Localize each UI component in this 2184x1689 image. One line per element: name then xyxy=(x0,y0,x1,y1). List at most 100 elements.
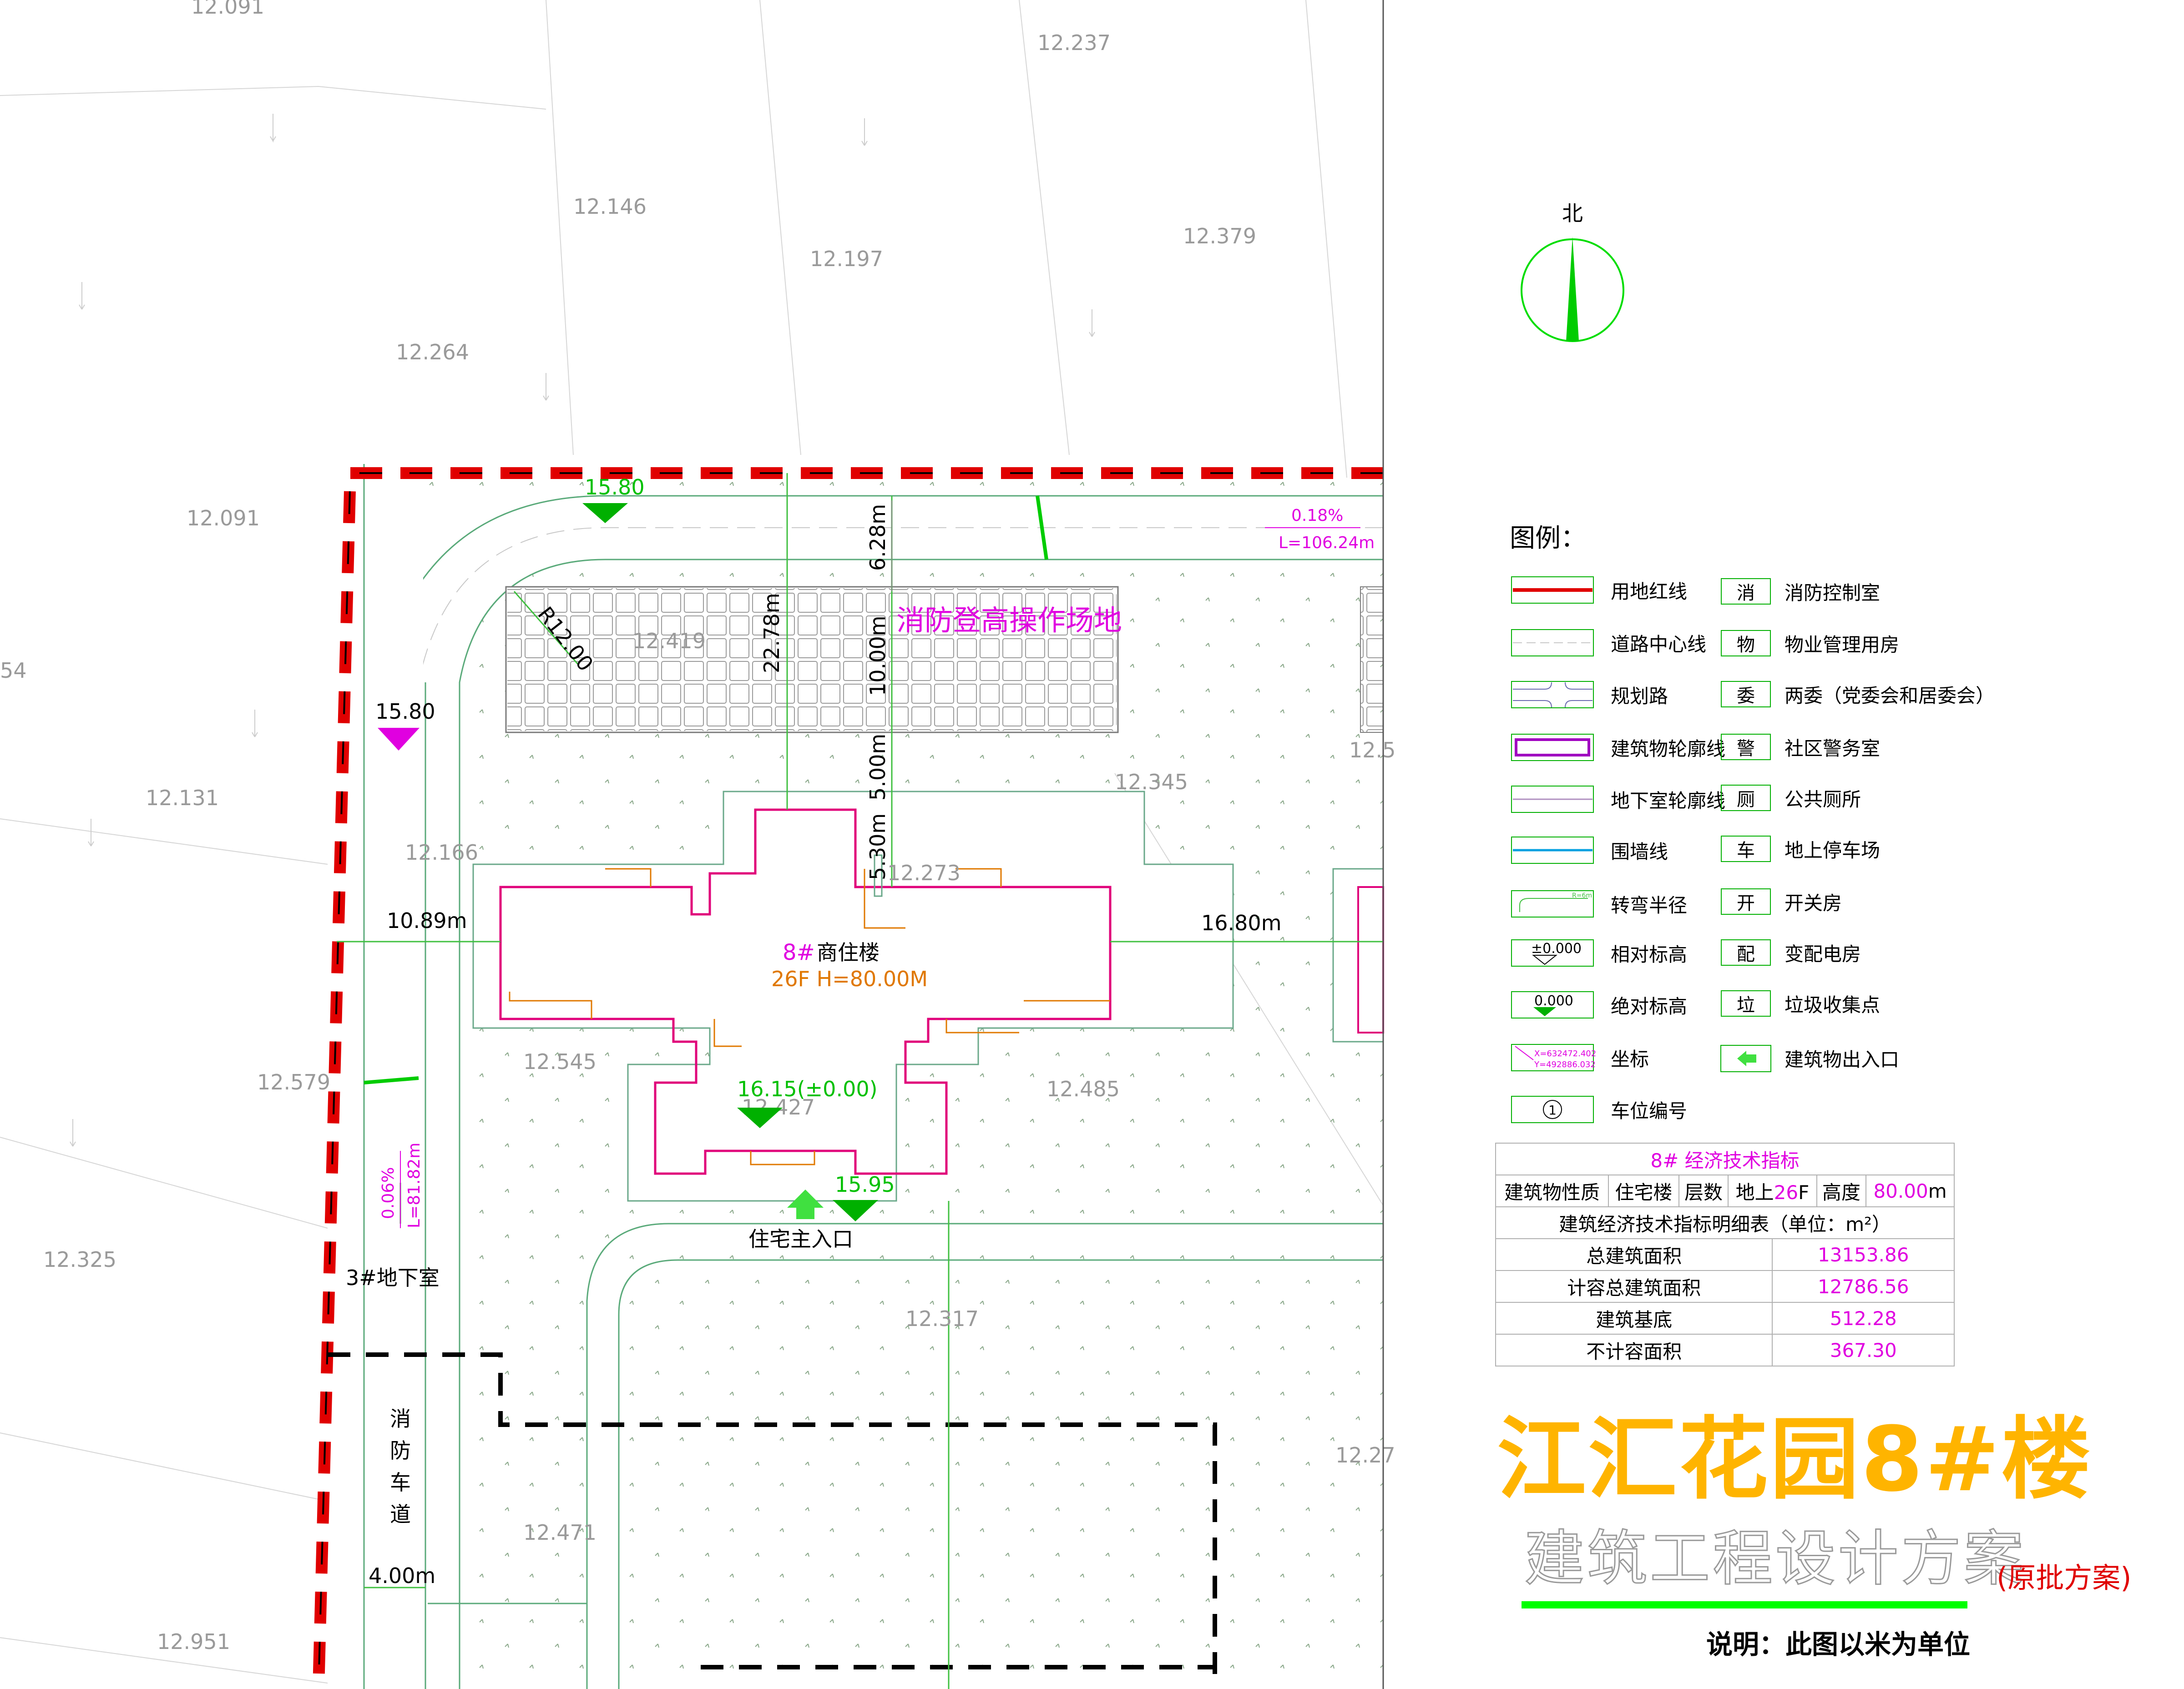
table-value: 367.30 xyxy=(1772,1334,1955,1366)
fire-zone-label: 消防登高操作场地 xyxy=(896,604,1122,637)
legend-item-switch-room: 开开关房 xyxy=(1721,888,1842,915)
legend-item-fire-control: 消消防控制室 xyxy=(1721,578,1880,605)
podium-outline xyxy=(472,791,1234,1202)
elevation-value: 12.146 xyxy=(573,194,647,219)
dim-6-28: 6.28m xyxy=(865,504,890,571)
elev-left: 15.80 xyxy=(375,699,435,724)
legend-label: 围墙线 xyxy=(1611,840,1668,863)
balconies xyxy=(509,868,1110,1165)
legend-label: 地上停车场 xyxy=(1785,839,1881,862)
legend-item-property: 物物业管理用房 xyxy=(1721,630,1899,657)
legend-item-committees: 委两委（党委会和居委会） xyxy=(1721,681,1995,708)
internal-road xyxy=(359,496,1383,1689)
legend-item-basement-outline: 地下室轮廓线 xyxy=(1611,786,1725,813)
legend-label: 规划路 xyxy=(1611,685,1668,707)
table-cell: 高度 xyxy=(1816,1175,1867,1207)
basement-outline xyxy=(328,1352,1217,1674)
legend-code: 消 xyxy=(1721,578,1771,605)
legend-item-boundary: 用地红线 xyxy=(1611,576,1687,604)
slope-top-pct: 0.18% xyxy=(1291,506,1343,525)
elevation-value: 12.545 xyxy=(523,1049,597,1074)
fire-road-char: 消 xyxy=(390,1407,411,1431)
legend-rel-sample: ±0.000 xyxy=(1531,941,1582,957)
north-label: 北 xyxy=(1562,201,1583,226)
basement-label: 3#地下室 xyxy=(346,1265,440,1290)
economic-indicator-table: 8# 经济技术指标 建筑物性质 住宅楼 层数 地上26F 高度 80.00m 建… xyxy=(1495,1143,1955,1366)
legend-label: 用地红线 xyxy=(1611,580,1688,603)
south-road-edge xyxy=(586,1223,1383,1689)
legend-label: 公共厕所 xyxy=(1785,788,1861,811)
legend-symbols: R=6m ±0.000 0.000 X=632472.402 Y=492886.… xyxy=(1511,576,1771,1123)
legend-item-planned-road: 规划路 xyxy=(1611,681,1668,708)
table-cell: 80.00m xyxy=(1866,1175,1955,1207)
table-row: 不计容面积 367.30 xyxy=(1495,1334,1955,1366)
dim-left: 10.89m xyxy=(387,908,467,933)
legend-code: 委 xyxy=(1721,681,1771,707)
unit-explanation: 说明：此图以米为单位 xyxy=(1706,1629,1971,1660)
column-marker xyxy=(874,854,883,897)
table-cell: 不计容面积 xyxy=(1495,1334,1773,1366)
table-cell: 建筑基底 xyxy=(1495,1302,1773,1335)
legend-item-entrance: 建筑物出入口 xyxy=(1785,1044,1899,1072)
legend-label: 建筑物轮廓线 xyxy=(1611,737,1726,760)
floor-count: 26 xyxy=(1774,1181,1799,1204)
legend-abs-sample: 0.000 xyxy=(1534,993,1573,1009)
fire-road-char: 道 xyxy=(390,1502,411,1527)
legend-label: 物业管理用房 xyxy=(1785,633,1900,656)
table-row: 计容总建筑面积 12786.56 xyxy=(1495,1270,1955,1303)
table-cell: 地上26F xyxy=(1728,1175,1817,1207)
legend-code: 警 xyxy=(1721,734,1771,760)
legend-coord-x: X=632472.402 xyxy=(1534,1049,1596,1059)
south-road-edge2 xyxy=(618,1259,1383,1689)
fire-road xyxy=(359,455,423,1689)
elev-top: 15.80 xyxy=(585,475,645,499)
title-underline xyxy=(1522,1601,1967,1608)
legend-code: 垃 xyxy=(1721,990,1771,1017)
elevation-value: 12.273 xyxy=(887,861,961,885)
elevation-value: 12.091 xyxy=(187,506,260,530)
elevation-value: 12.131 xyxy=(146,786,219,810)
legend-label: 车位编号 xyxy=(1611,1099,1688,1122)
road-centerline xyxy=(418,527,1383,1689)
legend-code: 厕 xyxy=(1721,785,1771,811)
legend-label: 绝对标高 xyxy=(1611,995,1688,1018)
legend-item-garbage: 垃垃圾收集点 xyxy=(1721,990,1880,1017)
table-value: 12786.56 xyxy=(1772,1270,1955,1303)
fire-operation-tiles xyxy=(507,588,1117,731)
legend-item-absolute-elev: 绝对标高 xyxy=(1611,991,1687,1018)
table-row: 总建筑面积 13153.86 xyxy=(1495,1238,1955,1271)
table-row: 建筑基底 512.28 xyxy=(1495,1302,1955,1335)
legend-title: 图例： xyxy=(1510,524,1586,553)
legend-code: 配 xyxy=(1721,939,1771,966)
elevation-value: 12.5 xyxy=(1349,738,1395,762)
table-subtitle: 建筑经济技术指标明细表（单位：m²） xyxy=(1495,1206,1955,1239)
project-title: 江汇花园8#楼 xyxy=(1497,1408,2093,1512)
elevation-points: 12.091 12.237 12.146 12.197 12.379 12.26… xyxy=(0,0,1395,1654)
elevation-value: 12.485 xyxy=(1046,1077,1120,1101)
legend-item-substation: 配变配电房 xyxy=(1721,939,1861,966)
elevation-value: 12.345 xyxy=(1115,770,1188,794)
table-cell: 建筑物性质 xyxy=(1495,1175,1609,1207)
table-cell: 总建筑面积 xyxy=(1495,1238,1773,1271)
project-note: (原批方案) xyxy=(1997,1561,2132,1594)
legend-radius-sample: R=6m xyxy=(1572,892,1592,899)
height-unit: m xyxy=(1928,1180,1947,1202)
elevation-value: 12.419 xyxy=(632,629,706,653)
table-title: 8# 经济技术指标 xyxy=(1495,1143,1955,1175)
legend-label: 社区警务室 xyxy=(1785,737,1881,760)
dim-10-00: 10.00m xyxy=(865,616,890,696)
table-value: 13153.86 xyxy=(1772,1238,1955,1271)
dim-right: 16.80m xyxy=(1201,911,1282,935)
floor-unit: F xyxy=(1798,1181,1810,1204)
elev-entry: 15.95 xyxy=(835,1172,895,1197)
elevation-value: 12.317 xyxy=(905,1306,979,1331)
elevation-value: 12.27 xyxy=(1335,1443,1395,1467)
table-row: 建筑物性质 住宅楼 层数 地上26F 高度 80.00m xyxy=(1495,1175,1955,1207)
slope-left-len: L=81.82m xyxy=(405,1143,424,1228)
building-floors: 26F H=80.00M xyxy=(771,967,928,991)
elev-floor: 16.15(±0.00) xyxy=(737,1077,878,1101)
elev-marker-top xyxy=(582,503,628,523)
elevation-value: 12.325 xyxy=(43,1247,116,1272)
table-cell: 计容总建筑面积 xyxy=(1495,1270,1773,1303)
